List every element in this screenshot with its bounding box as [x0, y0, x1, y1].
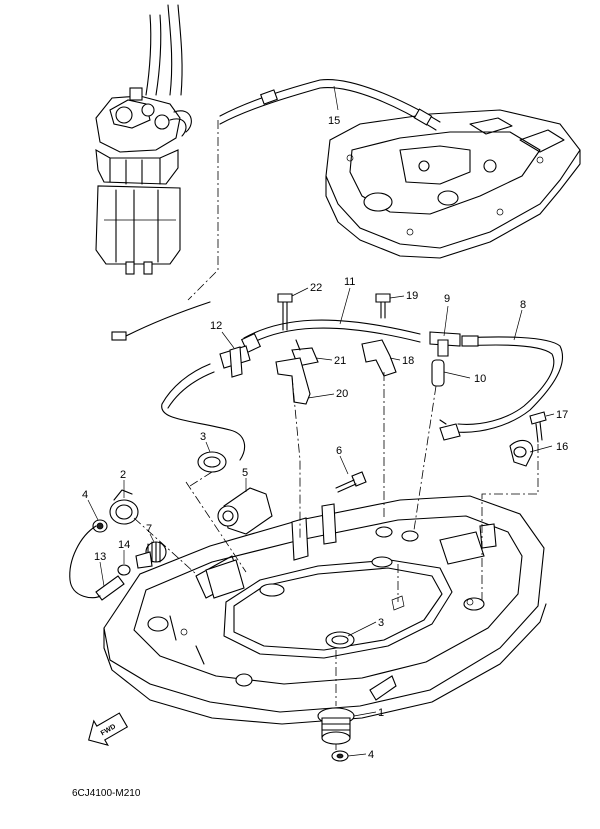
- bolt-19: [375, 293, 391, 319]
- callout-4-bottom: 4: [368, 749, 374, 761]
- bolt-6: [335, 471, 367, 493]
- callout-14: 14: [118, 539, 130, 551]
- clip-14: [117, 564, 131, 576]
- callout-1: 1: [378, 707, 384, 719]
- joint-12: [161, 345, 251, 461]
- joint-9: [429, 331, 461, 357]
- callout-15: 15: [328, 115, 340, 127]
- drawing-code: 6CJ4100-M210: [72, 788, 141, 799]
- hose-8: [439, 335, 563, 441]
- clip-4-top: [92, 519, 108, 533]
- callout-5: 5: [242, 467, 248, 479]
- callout-13: 13: [94, 551, 106, 563]
- hose-15: [187, 78, 441, 301]
- callout-12: 12: [210, 320, 222, 332]
- grommet-3-bottom: [325, 631, 355, 649]
- grommet-7: [135, 541, 167, 569]
- bolt-17: [529, 411, 547, 443]
- fwd-direction-marker: FWD: [88, 712, 129, 746]
- callout-22: 22: [310, 282, 322, 294]
- grommet-5: [217, 487, 273, 535]
- grommet-3-top: [197, 451, 227, 473]
- callout-9: 9: [444, 293, 450, 305]
- clip-4-bottom: [331, 750, 349, 762]
- callout-20: 20: [336, 388, 348, 400]
- guide-lines: [133, 372, 539, 750]
- callout-2: 2: [120, 469, 126, 481]
- bracket-20: [275, 357, 311, 405]
- callout-10: 10: [474, 373, 486, 385]
- callout-4-top: 4: [82, 489, 88, 501]
- callout-11: 11: [344, 276, 355, 288]
- drain-1: [317, 707, 355, 745]
- bottom-cowling: [103, 495, 547, 725]
- bolt-22: [277, 293, 293, 331]
- callout-16: 16: [556, 441, 568, 453]
- clamp-16: [509, 439, 534, 467]
- callout-3-bottom: 3: [378, 617, 384, 629]
- callout-labels: 15 22 11 19 9 8 12 21 18 10 20 17 16 3 6…: [82, 115, 568, 761]
- bracket-18: [361, 339, 397, 377]
- callout-7: 7: [146, 523, 152, 535]
- leader-lines: [87, 85, 555, 757]
- hose-11: [240, 319, 421, 354]
- callout-19: 19: [406, 290, 418, 302]
- callout-6: 6: [336, 445, 342, 457]
- hose-13: [69, 525, 125, 601]
- hose-10: [431, 359, 445, 387]
- callout-8: 8: [520, 299, 526, 311]
- callout-21: 21: [334, 355, 346, 367]
- exhaust-guide-assembly: [325, 109, 581, 259]
- callout-18: 18: [402, 355, 414, 367]
- callout-3-top: 3: [200, 431, 206, 443]
- callout-17: 17: [556, 409, 568, 421]
- vapor-separator-assembly: [95, 4, 211, 341]
- grommet-2: [109, 489, 139, 525]
